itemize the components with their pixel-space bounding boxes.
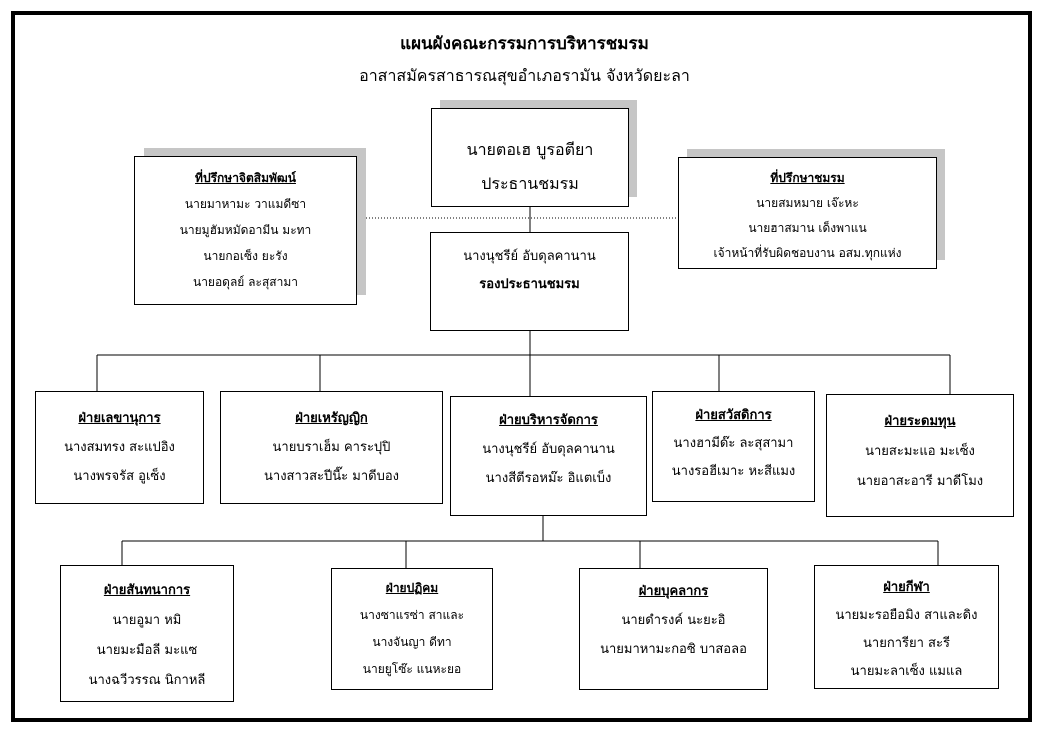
subdepartment-title: ฝ่ายสันทนาการ xyxy=(103,583,191,598)
advisors-right-title: ที่ปรึกษาชมรม xyxy=(770,171,845,185)
subdepartment-title: ฝ่ายปฏิคม xyxy=(385,581,439,595)
president-name: นายตอเฮ บูรอตียา xyxy=(466,140,594,159)
subdepartment-member: นายอูมา หมิ xyxy=(112,613,182,628)
vice-president-box: นางนุชรีย์ อับดุลคานาน รองประธานชมรม xyxy=(430,232,629,331)
department-member: นางสาวสะปีนี๊ะ มาดีบอง xyxy=(264,469,399,484)
subdepartment-member: นายมะรอยือมิง สาและดิง xyxy=(835,608,978,623)
department-title: ฝ่ายบริหารจัดการ xyxy=(499,413,598,428)
department-title: ฝ่ายเหรัญญิก xyxy=(295,411,368,426)
department-member: นายอาสะอารี มาดีโมง xyxy=(856,474,984,489)
department-member: นางพรจรัส อูเซ็ง xyxy=(73,469,166,484)
advisors-right-member: นายฮาสมาน เด็งพาแน xyxy=(748,221,867,235)
advisors-left-member: นายมูฮัมหมัดอามีน มะทา xyxy=(179,223,312,237)
president-box: นายตอเฮ บูรอตียา ประธานชมรม xyxy=(431,108,629,207)
subdepartment-member: นางจันญา ดีทา xyxy=(372,635,452,649)
subdepartment-box-reception: ฝ่ายปฏิคม นางซาแรซ่า สาและ นางจันญา ดีทา… xyxy=(331,568,493,690)
department-box-administration: ฝ่ายบริหารจัดการ นางนุชรีย์ อับดุลคานาน … xyxy=(450,396,647,516)
subdepartment-title: ฝ่ายบุคลากร xyxy=(638,584,709,599)
advisors-right-box: ที่ปรึกษาชมรม นายสมหมาย เจ๊ะหะ นายฮาสมาน… xyxy=(678,157,937,269)
chart-title: แผนผังคณะกรรมการบริหารชมรม xyxy=(400,34,649,54)
subdepartment-member: นางซาแรซ่า สาและ xyxy=(359,608,465,622)
department-title: ฝ่ายสวัสดิการ xyxy=(695,408,772,423)
department-member: นางฮามีด๊ะ ละสุสามา xyxy=(673,436,794,451)
department-member: นางสมทรง สะแปอิง xyxy=(64,440,175,455)
department-member: นางนุชรีย์ อับดุลคานาน xyxy=(482,442,615,457)
president-role: ประธานชมรม xyxy=(481,174,579,193)
subdepartment-member: นายมะลาเซ็ง แมแล xyxy=(850,664,963,679)
subdepartment-member: นายดำรงค์ นะยะอิ xyxy=(621,613,726,628)
subdepartment-member: นายมะมือลี มะแซ xyxy=(96,643,198,658)
department-member: นายบราเฮ็ม คาระปุปิ xyxy=(272,440,391,455)
department-title: ฝ่ายระดมทุน xyxy=(884,414,956,429)
vice-president-name: นางนุชรีย์ อับดุลคานาน xyxy=(463,249,596,264)
advisors-left-member: นายอดุลย์ ละสุสามา xyxy=(192,275,298,289)
department-box-secretary: ฝ่ายเลขานุการ นางสมทรง สะแปอิง นางพรจรัส… xyxy=(35,391,204,504)
department-box-fundraising: ฝ่ายระดมทุน นายสะมะแอ มะเซ็ง นายอาสะอารี… xyxy=(826,394,1014,517)
department-member: นางรอฮีเมาะ หะสีแมง xyxy=(671,464,796,479)
advisors-right-member: นายสมหมาย เจ๊ะหะ xyxy=(756,196,859,210)
subdepartment-member: นายมาหามะกอซิ บาสอลอ xyxy=(600,642,747,657)
subdepartment-title: ฝ่ายกีฬา xyxy=(883,580,930,595)
subdepartment-box-sports: ฝ่ายกีฬา นายมะรอยือมิง สาและดิง นายการีย… xyxy=(814,565,999,689)
advisors-left-member: นายมาหามะ วาแมดีซา xyxy=(184,197,307,211)
advisors-left-title: ที่ปรึกษาจิตสิมพัฒน์ xyxy=(195,171,296,185)
subdepartment-member: นายยูโซ๊ะ แนหะยอ xyxy=(362,662,462,676)
chart-subtitle: อาสาสมัครสาธารณสุขอำเภอรามัน จังหวัดยะลา xyxy=(359,66,690,85)
subdepartment-box-recreation: ฝ่ายสันทนาการ นายอูมา หมิ นายมะมือลี มะแ… xyxy=(60,565,234,702)
advisors-right-member: เจ้าหน้าที่รับผิดชอบงาน อสม.ทุกแห่ง xyxy=(713,246,902,260)
subdepartment-member: นายการียา สะรี xyxy=(863,636,950,651)
department-title: ฝ่ายเลขานุการ xyxy=(78,411,161,426)
subdepartment-member: นางฉวีวรรณ นิกาหลี xyxy=(88,673,206,688)
page-frame xyxy=(11,11,1032,722)
subdepartment-box-personnel: ฝ่ายบุคลากร นายดำรงค์ นะยะอิ นายมาหามะกอ… xyxy=(579,568,768,690)
department-box-welfare: ฝ่ายสวัสดิการ นางฮามีด๊ะ ละสุสามา นางรอฮ… xyxy=(652,391,815,502)
department-member: นายสะมะแอ มะเซ็ง xyxy=(865,444,975,459)
vice-president-role: รองประธานชมรม xyxy=(479,277,580,292)
department-box-treasurer: ฝ่ายเหรัญญิก นายบราเฮ็ม คาระปุปิ นางสาวส… xyxy=(220,391,443,504)
department-member: นางสีตีรอหม๊ะ อิแตเบ็ง xyxy=(485,471,612,486)
advisors-left-member: นายกอเซ็ง ยะรัง xyxy=(203,249,288,263)
advisors-left-box: ที่ปรึกษาจิตสิมพัฒน์ นายมาหามะ วาแมดีซา … xyxy=(134,156,357,305)
